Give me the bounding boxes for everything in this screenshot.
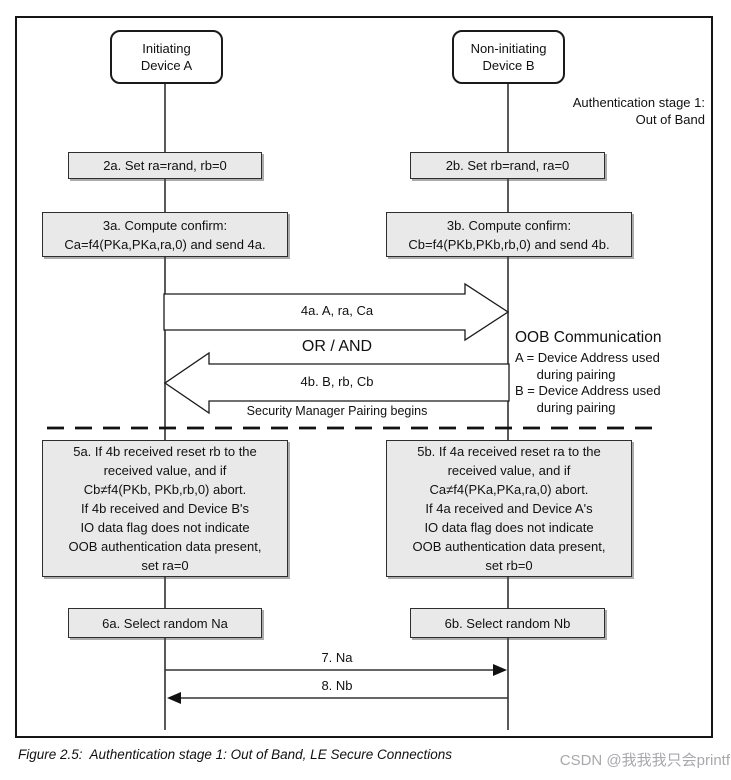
message-label-7: 7. Na: [321, 650, 353, 665]
step-box-3a: 3a. Compute confirm: Ca=f4(PKa,PKa,ra,0)…: [42, 212, 288, 257]
block-arrow-4a-shape: [163, 282, 510, 342]
block-arrow-4b-left: [163, 351, 510, 415]
dashed-separator: [47, 426, 658, 430]
message-label-4a: 4a. A, ra, Ca: [300, 303, 374, 318]
block-arrow-4b-shape: [163, 351, 510, 415]
actor-box-device-a: Initiating Device A: [110, 30, 223, 84]
message-arrow-8-head: [167, 692, 181, 704]
step-box-3b: 3b. Compute confirm: Cb=f4(PKb,PKb,rb,0)…: [386, 212, 632, 257]
message-arrow-8: [167, 692, 508, 704]
step-box-2a: 2a. Set ra=rand, rb=0: [68, 152, 262, 179]
lifeline-device-a: [164, 84, 166, 730]
block-arrow-4a-right: [163, 282, 510, 342]
step-box-5b: 5b. If 4a received reset ra to the recei…: [386, 440, 632, 577]
oob-note: OOB Communication A = Device Address use…: [515, 329, 661, 416]
message-label-8: 8. Nb: [321, 678, 353, 693]
figure-caption: Figure 2.5: Authentication stage 1: Out …: [18, 747, 453, 762]
or-and-label: OR / AND: [301, 338, 373, 355]
step-box-2b: 2b. Set rb=rand, ra=0: [410, 152, 605, 179]
stage-annotation: Authentication stage 1: Out of Band: [572, 95, 705, 127]
oob-note-body: A = Device Address used during pairing B…: [515, 350, 661, 415]
step-box-6b: 6b. Select random Nb: [410, 608, 605, 638]
lifeline-device-b: [507, 84, 509, 730]
oob-note-title: OOB Communication: [515, 329, 662, 346]
message-arrow-7: [165, 664, 507, 676]
step-box-6a: 6a. Select random Na: [68, 608, 262, 638]
smp-begins-label: Security Manager Pairing begins: [246, 404, 428, 418]
step-box-5a: 5a. If 4b received reset rb to the recei…: [42, 440, 288, 577]
message-label-4b: 4b. B, rb, Cb: [300, 374, 374, 389]
message-arrow-7-head: [493, 664, 507, 676]
actor-box-device-b: Non-initiating Device B: [452, 30, 565, 84]
watermark: CSDN @我我我只会printf: [559, 752, 730, 769]
